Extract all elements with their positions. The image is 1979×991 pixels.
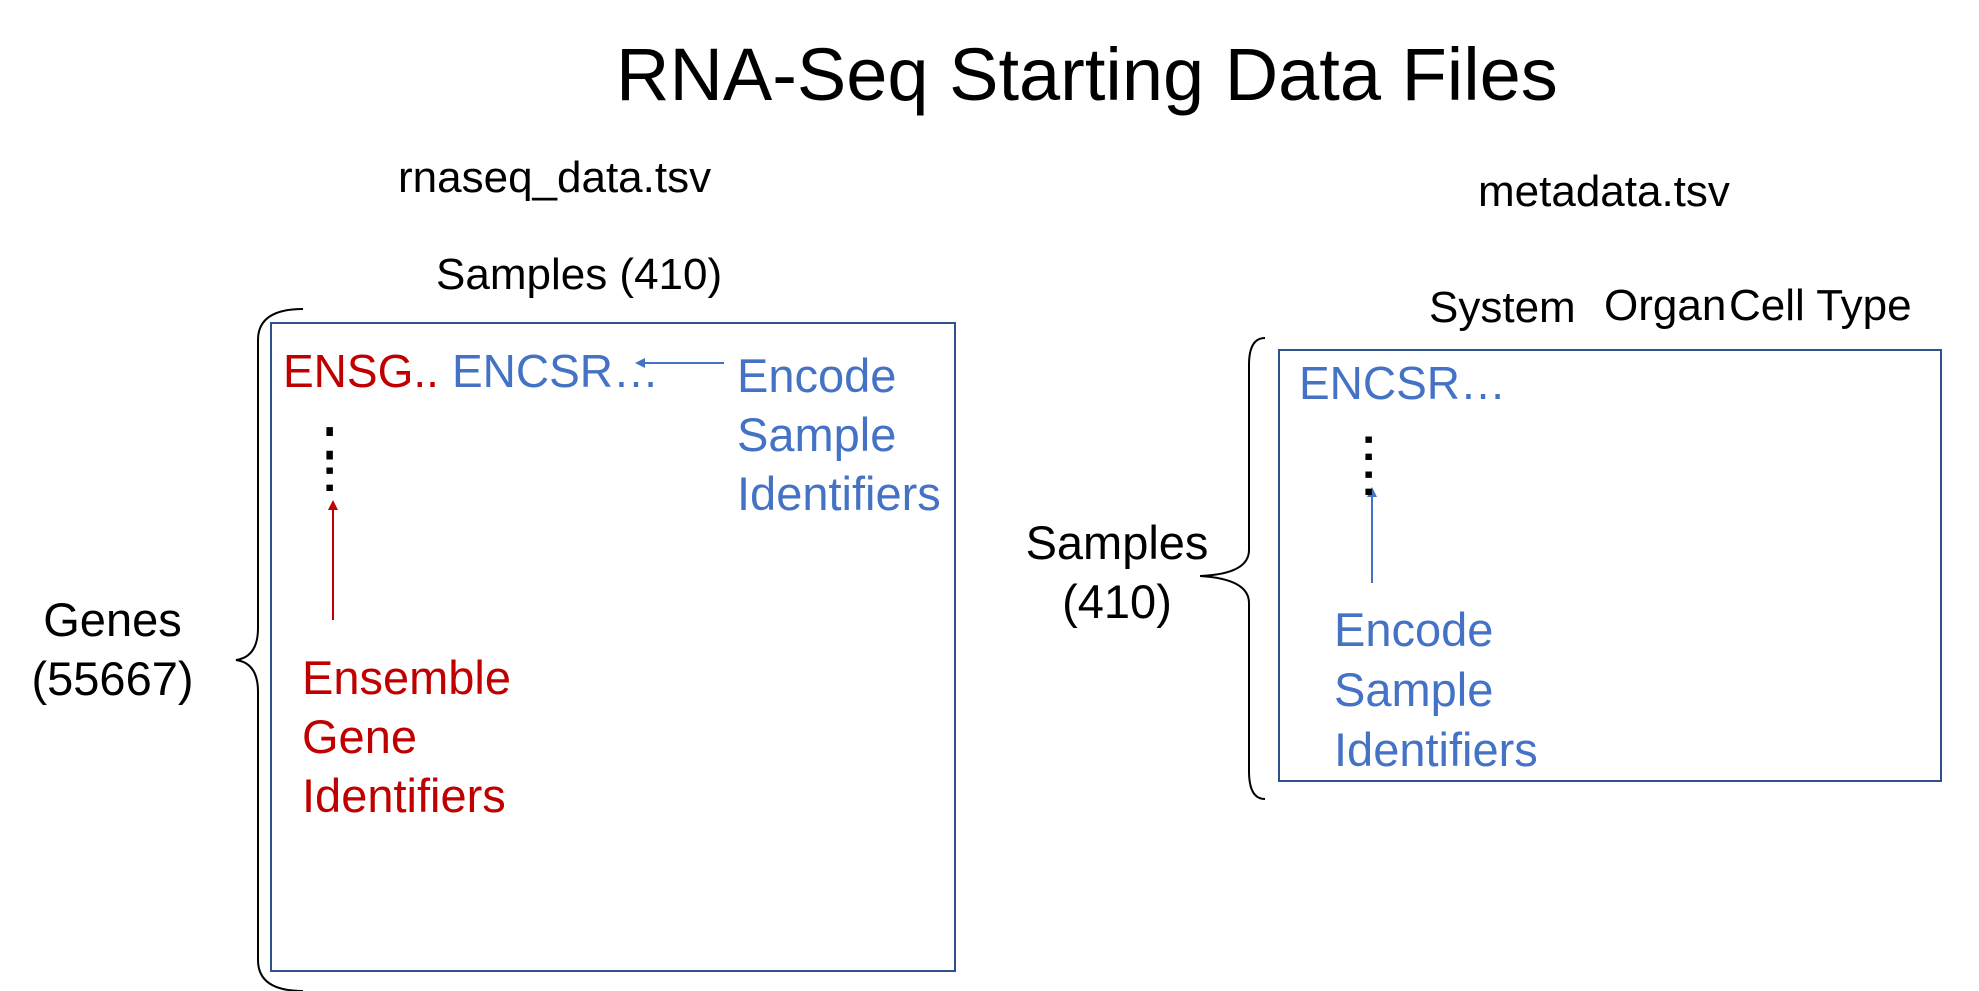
metadata-col-organ: Organ bbox=[1604, 281, 1727, 330]
genes-label: Genes (55667) bbox=[31, 593, 194, 705]
encode-desc-left: Encode Sample Identifiers bbox=[737, 349, 941, 520]
rows-ellipsis-left: : bbox=[322, 400, 338, 474]
encode-desc-right: Encode Sample Identifiers bbox=[1334, 603, 1538, 776]
encode-id-prefix-left: ENCSR… bbox=[452, 345, 660, 397]
metadata-col-system: System bbox=[1429, 283, 1576, 332]
encode-id-prefix-right: ENCSR… bbox=[1299, 357, 1507, 409]
page-title: RNA-Seq Starting Data Files bbox=[616, 33, 1558, 116]
metadata-file-name: metadata.tsv bbox=[1478, 167, 1730, 216]
genes-brace bbox=[235, 308, 304, 991]
metadata-table-box bbox=[1278, 349, 1942, 782]
rows-ellipsis-left-2: : bbox=[322, 449, 338, 501]
rnaseq-file-name: rnaseq_data.tsv bbox=[398, 153, 712, 202]
rnaseq-columns-label: Samples (410) bbox=[436, 250, 723, 299]
ensembl-id-prefix: ENSG.. bbox=[283, 345, 439, 397]
ensembl-desc: Ensemble Gene Identifiers bbox=[302, 651, 511, 822]
rows-ellipsis-right: : bbox=[1361, 418, 1377, 470]
rnaseq-table-box bbox=[270, 322, 956, 972]
samples-brace bbox=[1199, 337, 1266, 800]
rows-ellipsis-right-2: : bbox=[1361, 453, 1377, 505]
metadata-col-cell-type: Cell Type bbox=[1729, 281, 1912, 330]
samples-label-right: Samples (410) bbox=[1025, 516, 1209, 628]
